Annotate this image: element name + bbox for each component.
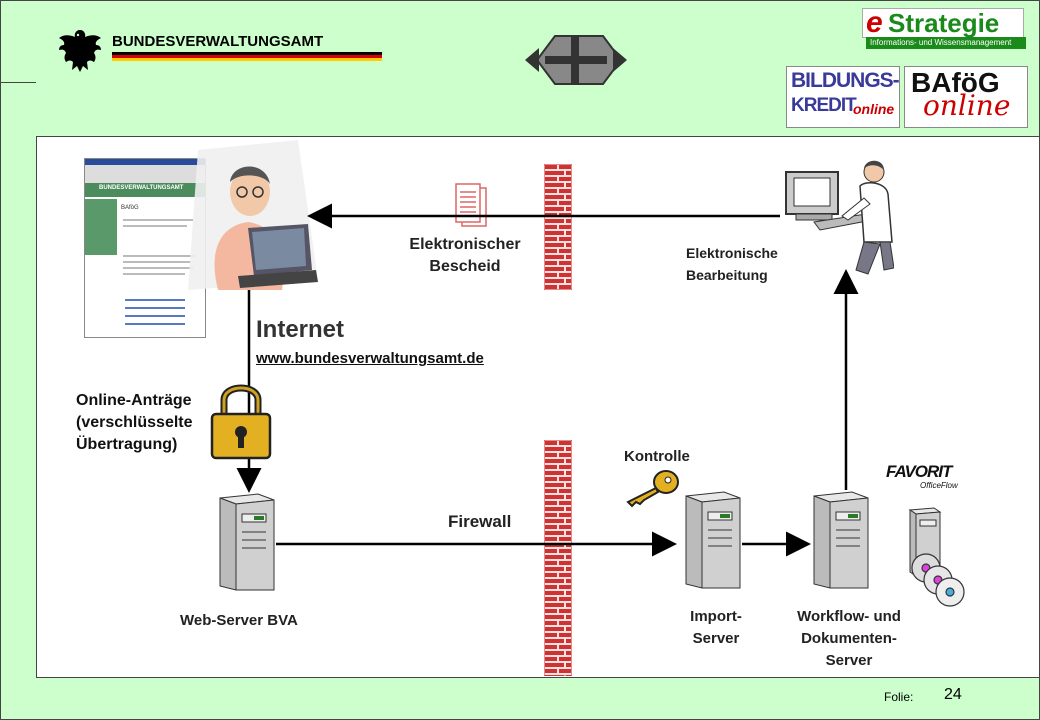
org-name: BUNDESVERWALTUNGSAMT [112,33,324,50]
bearbeitung-line2: Bearbeitung [686,267,768,283]
workflow-line1: Workflow- und [797,608,901,625]
workflow-server-label: Workflow- und Dokumenten- Server [772,606,926,672]
internet-label: Internet [256,316,345,343]
fw-top-bricks [543,163,573,291]
import-server-label: Import- Server [676,606,756,650]
import-line2: Server [692,630,740,647]
workflow-server-icon [813,491,869,589]
bildungskredit-line1: BILDUNGS- [791,69,900,92]
bafoeg-line2: online [923,89,1011,122]
internet-url[interactable]: www.bundesverwaltungsamt.de [256,350,484,367]
center-emblem-icon [525,35,627,85]
bearbeitung-label: Elektronische Bearbeitung [686,242,778,286]
firewall-label: Firewall [448,512,512,531]
firewall-top [543,163,573,291]
browser-screenshot: BUNDESVERWALTUNGSAMT BAföG [84,158,206,338]
bildungskredit-logo: BILDUNGS- KREDIT online [786,66,900,128]
german-flag-bar [112,52,382,61]
bearbeitung-line1: Elektronische [686,245,778,261]
archive-disks-icon [908,507,965,607]
federal-eagle-icon [59,30,101,72]
import-server-icon [685,491,741,589]
key-icon [626,470,679,508]
favorit-logo: FAVORIT OfficeFlow [886,462,976,490]
workflow-line3: Server [825,652,873,669]
web-server-icon [219,493,275,591]
bescheid-label: Elektronischer Bescheid [396,234,534,278]
bafoeg-logo: BAföG online [904,66,1028,128]
bescheid-line2: Bescheid [429,258,501,275]
user-at-laptop-icon [188,140,318,290]
webserver-label: Web-Server BVA [180,612,298,629]
bildungskredit-line2: KREDIT [791,95,857,116]
browser-title: BUNDESVERWALTUNGSAMT [99,185,184,191]
clerk-at-computer-icon [785,160,894,275]
favorit-subtitle: OfficeFlow [920,481,958,490]
fw-bottom-bricks [543,439,573,679]
page-number: 24 [944,686,962,703]
import-line1: Import- [690,608,742,625]
browser-page-heading: BAföG [121,205,139,211]
favorit-wordmark: FAVORIT [886,462,952,481]
estrategie-logo: e Strategie Informations- und Wissensman… [860,6,1026,50]
kontrolle-label: Kontrolle [624,448,690,465]
bescheid-line1: Elektronischer [409,236,521,253]
antraege-line3: Übertragung) [76,436,178,453]
folie-label: Folie: [884,690,914,704]
left-strip-divider [0,82,36,83]
antraege-line2: (verschlüsselte [76,414,193,431]
bafoeg-line1: BAföG [911,67,1000,98]
estrategie-subtitle: Informations- und Wissensmanagement [870,38,1012,47]
workflow-line2: Dokumenten- [801,630,897,647]
padlock-icon [210,384,272,460]
antraege-label: Online-Anträge (verschlüsselte Übertragu… [76,390,193,456]
antraege-line1: Online-Anträge [76,392,192,409]
estrategie-word: Strategie [888,8,1000,38]
estrategie-e: e [866,6,883,39]
bildungskredit-online: online [853,101,895,117]
firewall-bottom [543,439,573,679]
